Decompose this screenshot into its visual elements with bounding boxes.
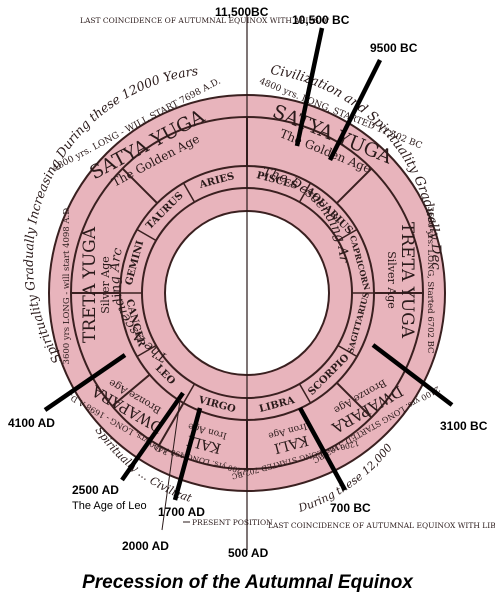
yuga-treta-left: TRETA YUGA Silver Age 3600 yrs LONG - wi… — [62, 206, 112, 365]
label-1700ad: 1700 AD — [158, 505, 205, 519]
label-3100bc: 3100 BC — [440, 419, 488, 433]
pointer-3100bc — [371, 343, 454, 407]
note-bottom: LAST COINCIDENCE OF AUTUMNAL EQUINOX WIT… — [268, 521, 495, 530]
note-top-line: LAST COINCIDENCE OF AUTUMNAL EQUINOX WIT… — [80, 16, 330, 25]
pointer-4100ad — [43, 353, 127, 412]
zodiac-divider — [337, 344, 358, 358]
yuga-divider — [336, 382, 373, 419]
label-700bc: 700 BC — [330, 501, 371, 515]
pointer-2000ad — [161, 399, 181, 531]
yuga-treta-right: TRETA YUGA Silver Age 3600 yrs. LONG, St… — [385, 206, 435, 353]
label-11500bc: 11,500BC — [215, 5, 269, 19]
treta-right-sub: Silver Age — [385, 251, 398, 309]
zodiac-divider — [337, 228, 358, 242]
label-500ad: 500 AD — [228, 546, 269, 560]
pointer-1700ad — [172, 407, 203, 501]
zodiac-divider — [182, 182, 196, 203]
zodiac-divider — [136, 344, 157, 358]
note-top: LAST COINCIDENCE OF AUTUMNAL EQUINOX WIT… — [80, 16, 330, 25]
yuga-divider — [158, 402, 185, 446]
label-10500bc: 10,500 BC — [292, 13, 350, 27]
pointer-10500bc — [294, 27, 325, 147]
zodiac-divider — [298, 182, 312, 203]
pointer-700bc — [298, 406, 347, 492]
label-4100ad: 4100 AD — [8, 416, 55, 430]
pointer-9500bc — [327, 58, 383, 162]
label-2000ad: 2000 AD — [122, 539, 169, 553]
treta-left-note: 3600 yrs LONG - will start 4098 A.D. — [62, 206, 72, 365]
pointer-2500ad — [120, 391, 185, 482]
yuga-dividers — [71, 117, 423, 469]
note-top-text: LAST COINCIDENCE OF AUTUMNAL EQUINOX WIT… — [80, 16, 330, 25]
label-9500bc: 9500 BC — [370, 41, 418, 55]
thin-pointer-lines — [161, 399, 181, 531]
label-leo-age: The Age of Leo — [72, 500, 147, 512]
label-2500ad: 2500 AD — [72, 483, 119, 497]
caption: Precession of the Autumnal Equinox — [82, 572, 413, 593]
zodiac-divider — [136, 228, 157, 242]
pointer-labels: 11,500BC 10,500 BC 9500 BC 3100 BC 700 B… — [8, 5, 488, 560]
zodiac-divider — [182, 383, 196, 404]
pointer-lines — [43, 27, 454, 501]
yuga-divider — [111, 373, 151, 407]
yuga-divider — [121, 167, 158, 204]
treta-left-sub: Silver Age — [99, 256, 112, 314]
treta-left-title: TRETA YUGA — [80, 226, 100, 343]
note-present: PRESENT POSITION — [192, 518, 273, 527]
zodiac-divider — [298, 383, 312, 404]
treta-right-title: TRETA YUGA — [397, 222, 417, 339]
treta-right-note: 3600 yrs. LONG, Started 6702 BC — [425, 206, 435, 353]
yuga-divider — [336, 167, 373, 204]
